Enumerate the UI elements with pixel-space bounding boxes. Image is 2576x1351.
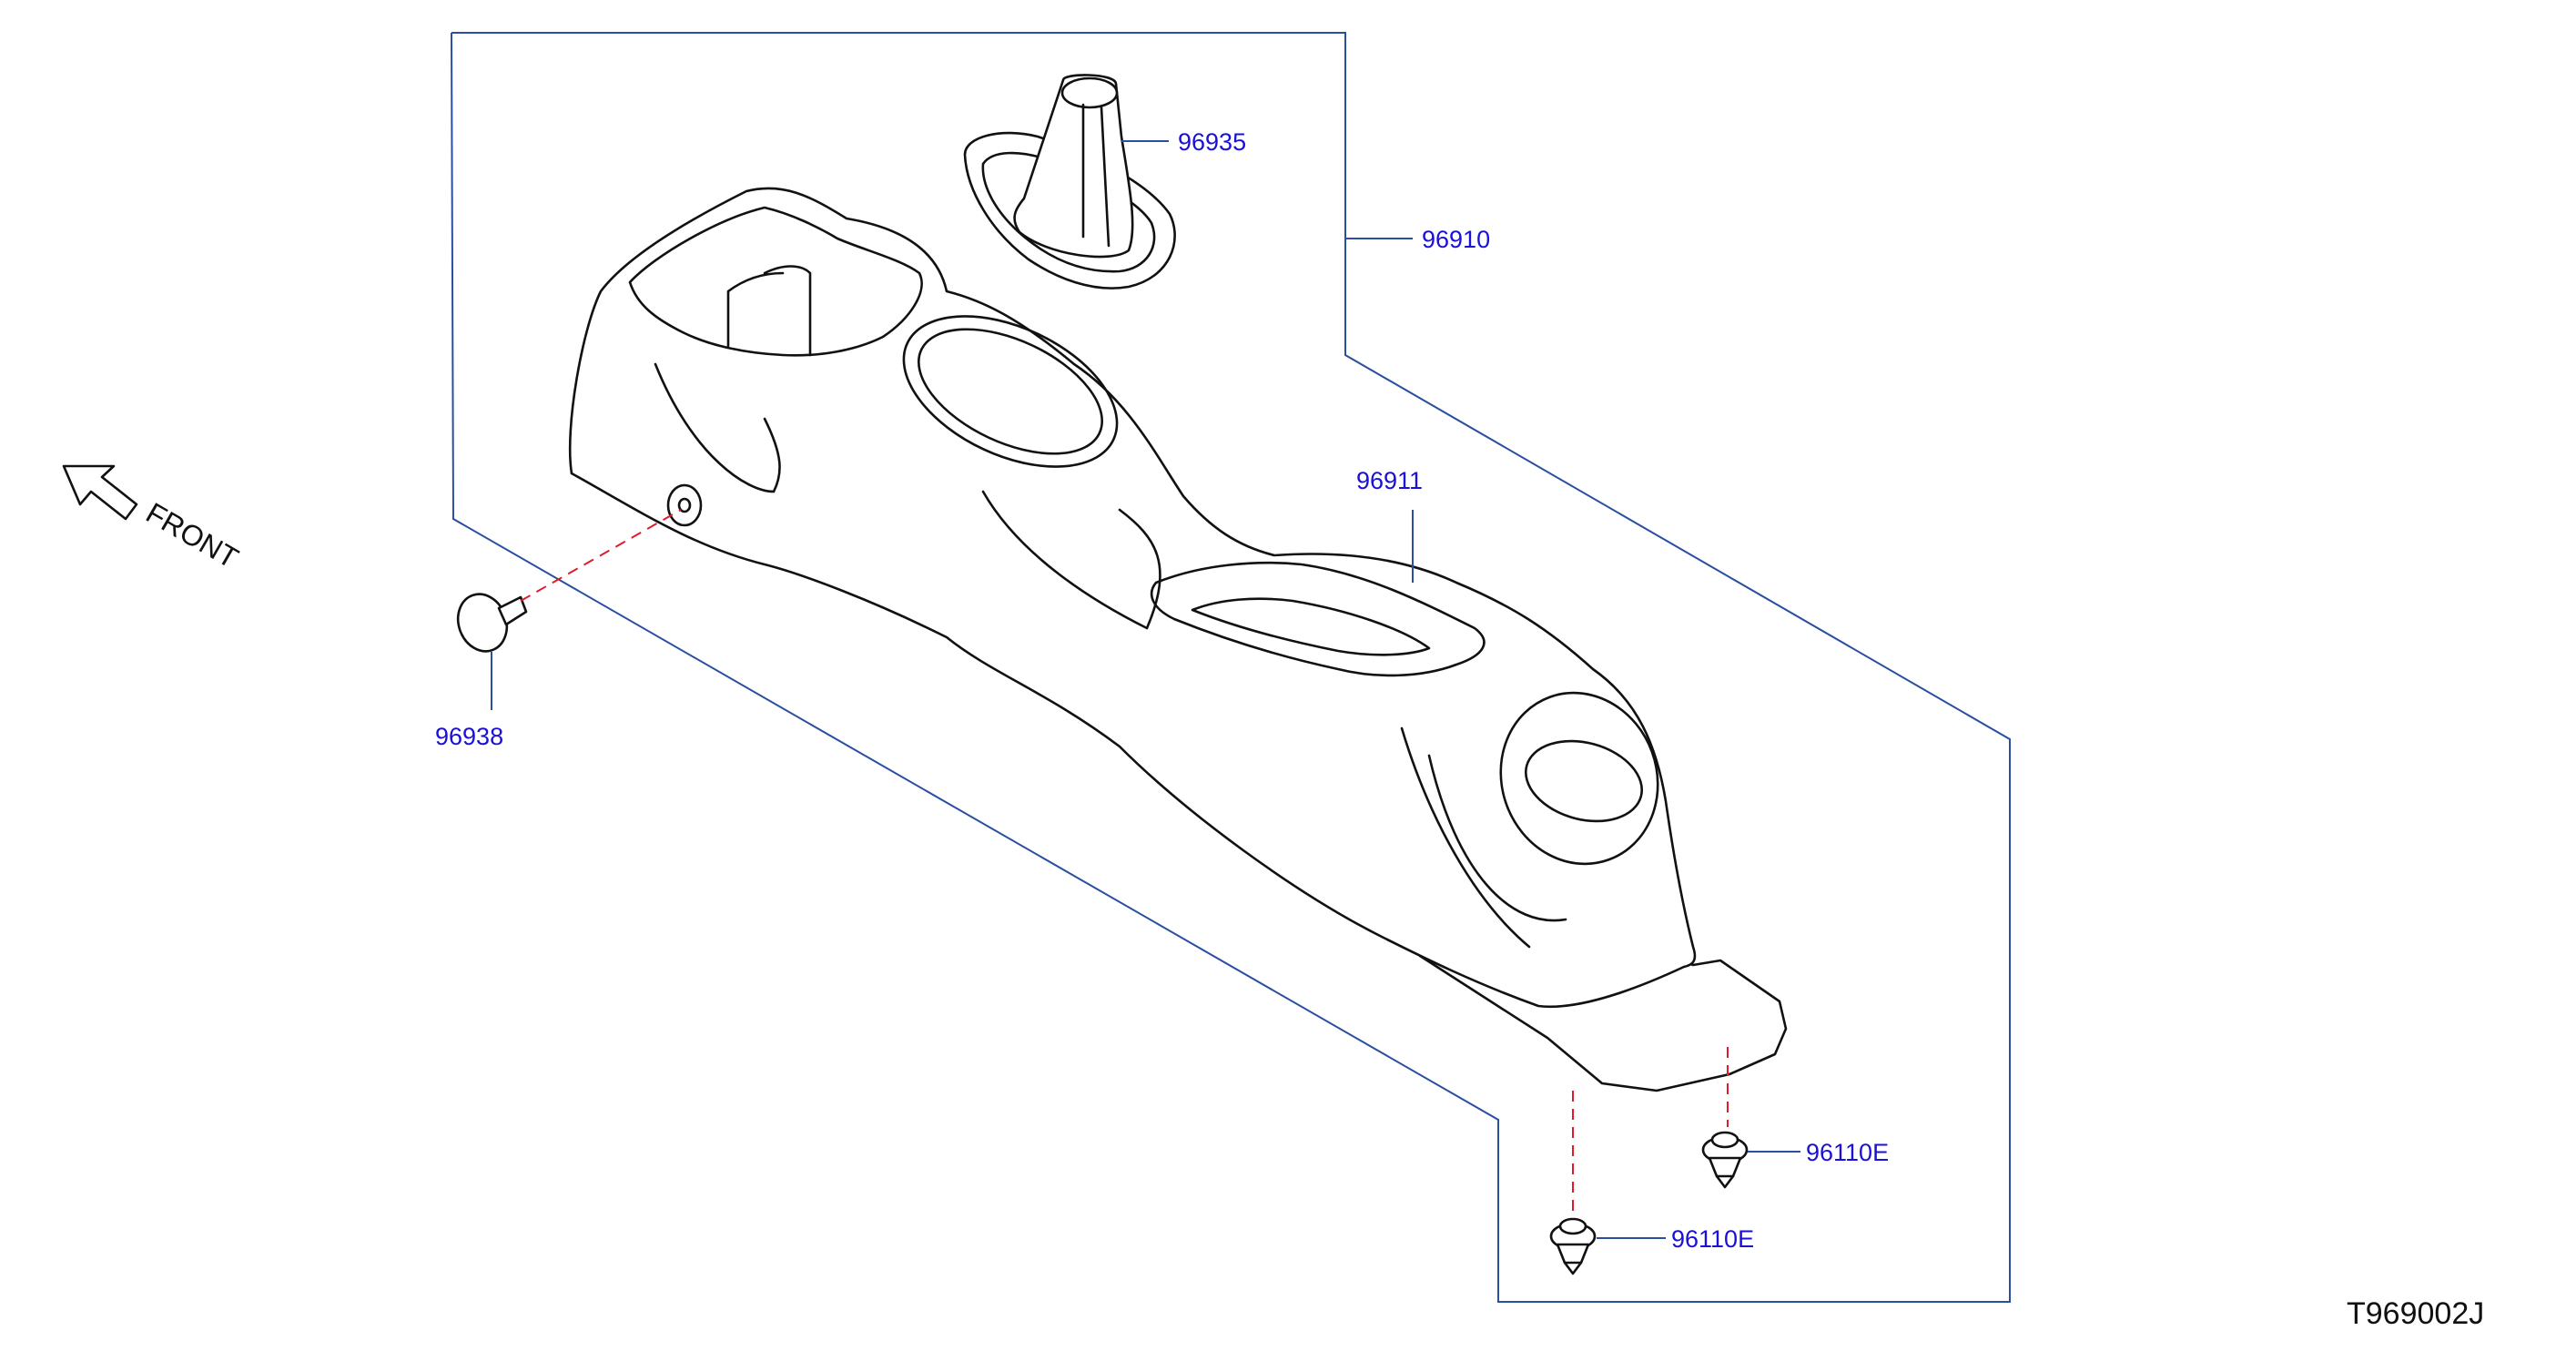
- label-96938: 96938: [435, 723, 503, 750]
- rear-tray-inner: [1191, 597, 1431, 656]
- front-cupholder-outer: [902, 315, 1119, 468]
- shift-boot-top: [1060, 76, 1119, 109]
- front-clip-guide: [520, 509, 682, 602]
- front-clip-shank: [497, 595, 528, 626]
- console-shell: [568, 187, 1697, 1008]
- front-cupholder-inner: [917, 328, 1104, 455]
- label-96110e-upper: 96110E: [1806, 1139, 1889, 1166]
- front-clip-drawing: [456, 593, 528, 653]
- rear-clip-lower-tip: [1563, 1261, 1583, 1275]
- console-body-drawing: [568, 187, 1788, 1092]
- shift-boot-drawing: [963, 74, 1176, 290]
- diagram-code: T969002J: [2347, 1296, 2484, 1331]
- front-tray: [628, 206, 923, 357]
- shift-boot-fold: [1081, 103, 1111, 248]
- body-shaping-mid: [981, 490, 1161, 630]
- rear-clip-upper-drawing: [1701, 1131, 1749, 1189]
- rear-clip-upper-cap: [1710, 1131, 1739, 1149]
- label-96910: 96910: [1422, 226, 1490, 253]
- rear-clip-upper-body: [1708, 1156, 1742, 1178]
- front-direction-label: FRONT: [141, 496, 244, 574]
- rear-clip-upper-tip: [1715, 1174, 1735, 1189]
- assembly-outline: [451, 32, 2011, 1303]
- arrow-up-left-icon: [62, 464, 138, 521]
- rear-tray-outer: [1151, 561, 1486, 677]
- label-96911: 96911: [1356, 467, 1423, 494]
- rear-cupholder-outer: [1499, 691, 1659, 866]
- rear-cupholder-inner: [1524, 739, 1644, 823]
- front-tray-divider: [726, 265, 812, 357]
- clip-hole: [666, 483, 703, 527]
- rear-clip-lower-cap: [1558, 1217, 1587, 1235]
- label-96110e-lower: 96110E: [1671, 1225, 1754, 1253]
- label-96935: 96935: [1178, 128, 1246, 156]
- clip-hole-inner: [677, 497, 692, 513]
- body-shaping-rear: [1400, 726, 1567, 949]
- rear-clip-lower-body: [1556, 1243, 1590, 1265]
- body-shaping-left: [654, 362, 781, 493]
- rear-clip-lower-drawing: [1549, 1217, 1597, 1275]
